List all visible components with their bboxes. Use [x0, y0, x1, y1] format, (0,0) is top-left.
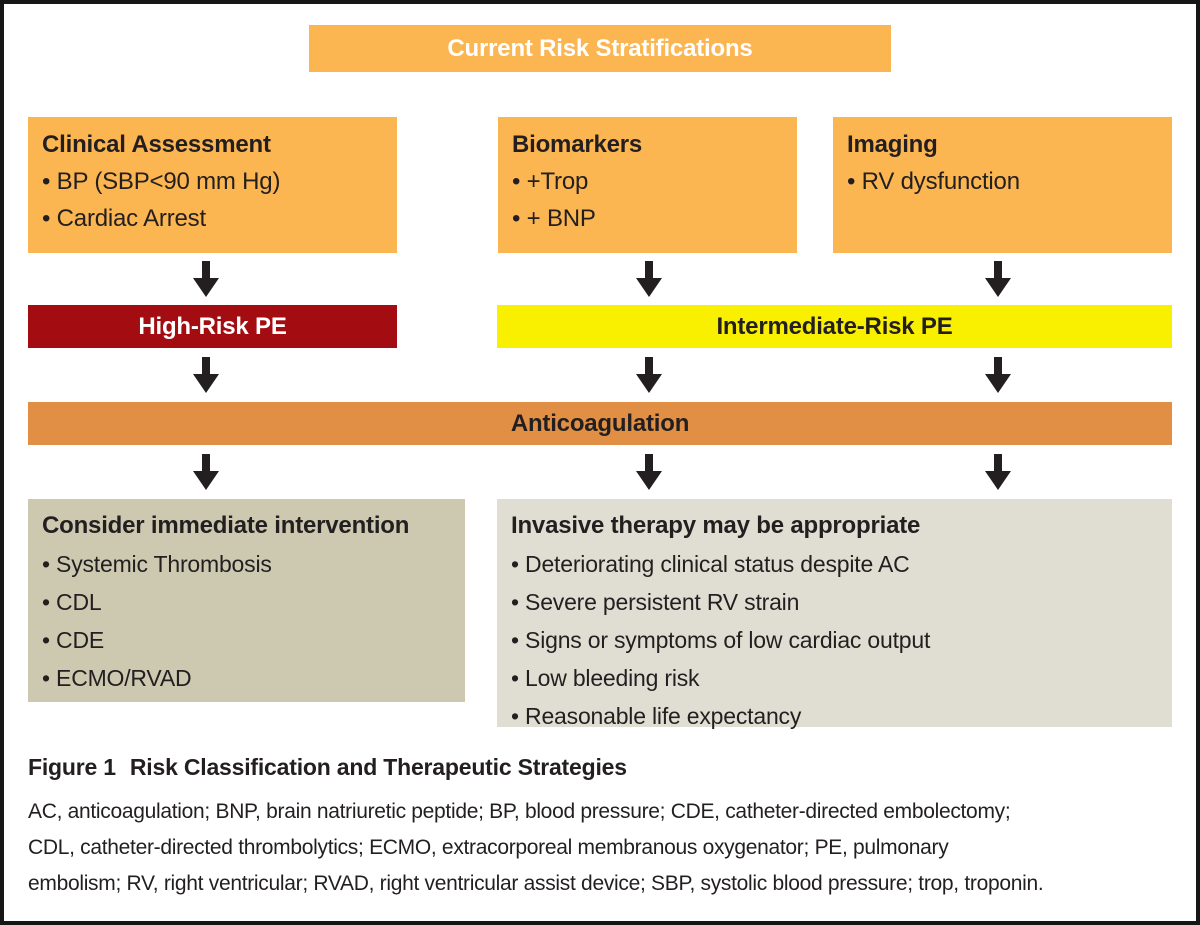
- consider-immediate-intervention-box: Consider immediate intervention Systemic…: [28, 499, 465, 702]
- down-arrow-icon: [193, 454, 219, 490]
- down-arrow-icon: [985, 357, 1011, 393]
- down-arrow-icon: [636, 454, 662, 490]
- consider-bullet-systemic-thrombosis: Systemic Thrombosis: [42, 545, 451, 583]
- clinical-bullet-cardiac-arrest: Cardiac Arrest: [42, 200, 383, 237]
- imaging-bullet-rv-dysfunction: RV dysfunction: [847, 163, 1158, 200]
- intermediate-risk-pe-bar: Intermediate-Risk PE: [497, 305, 1172, 348]
- invasive-bullet-rv-strain: Severe persistent RV strain: [511, 583, 1158, 621]
- consider-bullet-ecmo-rvad: ECMO/RVAD: [42, 659, 451, 697]
- biomarkers-title: Biomarkers: [512, 131, 643, 158]
- invasive-therapy-box: Invasive therapy may be appropriate Dete…: [497, 499, 1172, 729]
- clinical-bullet-bp: BP (SBP<90 mm Hg): [42, 163, 383, 200]
- down-arrow-icon: [193, 261, 219, 297]
- high-risk-pe-bar: High-Risk PE: [28, 305, 397, 348]
- biomarkers-bullet-trop: +Trop: [512, 163, 783, 200]
- caption-line: AC, anticoagulation; BNP, brain natriure…: [28, 800, 1011, 823]
- down-arrow-icon: [985, 454, 1011, 490]
- consider-intervention-title: Consider immediate intervention: [42, 512, 410, 539]
- consider-bullet-cdl: CDL: [42, 583, 451, 621]
- consider-bullet-cde: CDE: [42, 621, 451, 659]
- header-current-risk-stratifications: Current Risk Stratifications: [309, 25, 891, 72]
- invasive-bullet-life-expectancy: Reasonable life expectancy: [511, 697, 1158, 735]
- invasive-bullet-deteriorating-status: Deteriorating clinical status despite AC: [511, 545, 1158, 583]
- invasive-bullet-low-cardiac-output: Signs or symptoms of low cardiac output: [511, 621, 1158, 659]
- clinical-assessment-title: Clinical Assessment: [42, 131, 271, 158]
- caption-line: embolism; RV, right ventricular; RVAD, r…: [28, 872, 1044, 895]
- invasive-therapy-title: Invasive therapy may be appropriate: [511, 512, 921, 539]
- figure-title-text: Risk Classification and Therapeutic Stra…: [129, 754, 627, 780]
- down-arrow-icon: [193, 357, 219, 393]
- invasive-bullet-low-bleeding-risk: Low bleeding risk: [511, 659, 1158, 697]
- figure-caption-title: Figure 1 Risk Classification and Therapeu…: [28, 754, 627, 781]
- clinical-assessment-box: Clinical Assessment BP (SBP<90 mm Hg) Ca…: [28, 117, 397, 253]
- caption-line: CDL, catheter-directed thrombolytics; EC…: [28, 836, 949, 859]
- anticoagulation-bar: Anticoagulation: [28, 402, 1172, 445]
- biomarkers-bullet-bnp: + BNP: [512, 200, 783, 237]
- figure-caption-abbreviations: AC, anticoagulation; BNP, brain natriure…: [28, 794, 1044, 902]
- imaging-box: Imaging RV dysfunction: [833, 117, 1172, 253]
- down-arrow-icon: [636, 357, 662, 393]
- down-arrow-icon: [985, 261, 1011, 297]
- down-arrow-icon: [636, 261, 662, 297]
- imaging-title: Imaging: [847, 131, 938, 158]
- figure-label: Figure 1: [28, 754, 116, 780]
- biomarkers-box: Biomarkers +Trop + BNP: [498, 117, 797, 253]
